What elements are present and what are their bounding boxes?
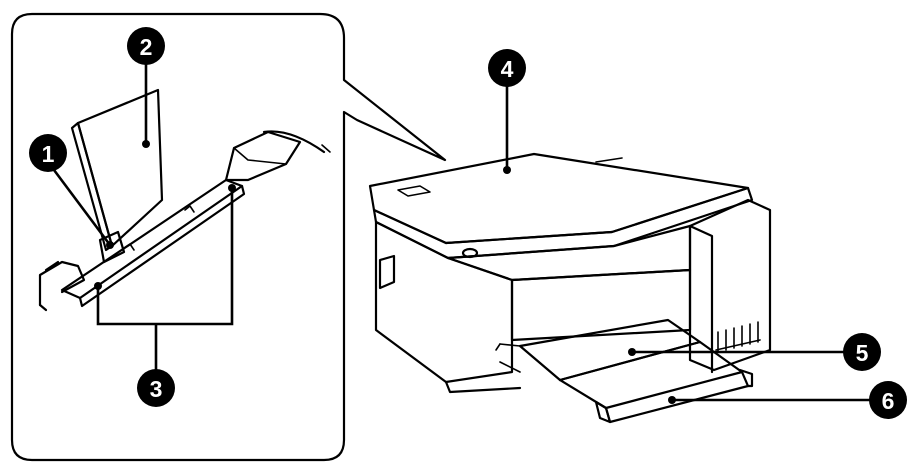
leader-line-3 bbox=[96, 188, 234, 326]
printer-body bbox=[374, 220, 514, 384]
callout-6: 6 bbox=[869, 381, 907, 419]
callout-badge bbox=[869, 381, 907, 419]
scanner-lid bbox=[368, 152, 750, 245]
callout-1: 1 bbox=[29, 134, 67, 172]
callout-4: 4 bbox=[488, 49, 526, 87]
callout-number: 1 bbox=[42, 141, 55, 167]
zoom-inset-frame bbox=[10, 12, 447, 462]
callout-badge bbox=[29, 134, 67, 172]
leader-lines bbox=[52, 62, 870, 404]
leader-line-1 bbox=[52, 169, 112, 246]
callout-badge bbox=[843, 333, 881, 371]
callout-3: 3 bbox=[137, 369, 175, 407]
callout-number: 6 bbox=[882, 388, 895, 414]
callout-number: 2 bbox=[140, 34, 153, 60]
callout-badge bbox=[137, 369, 175, 407]
ink-tank-unit bbox=[688, 198, 772, 372]
callout-badge bbox=[127, 27, 165, 65]
callout-number: 4 bbox=[501, 56, 514, 82]
callout-2: 2 bbox=[127, 27, 165, 65]
rear-paper-feed-closeup bbox=[38, 88, 331, 312]
callout-badge bbox=[488, 49, 526, 87]
callout-5: 5 bbox=[843, 333, 881, 371]
callout-number: 3 bbox=[150, 376, 163, 402]
callout-number: 5 bbox=[856, 340, 869, 366]
printer-illustration bbox=[368, 152, 772, 424]
